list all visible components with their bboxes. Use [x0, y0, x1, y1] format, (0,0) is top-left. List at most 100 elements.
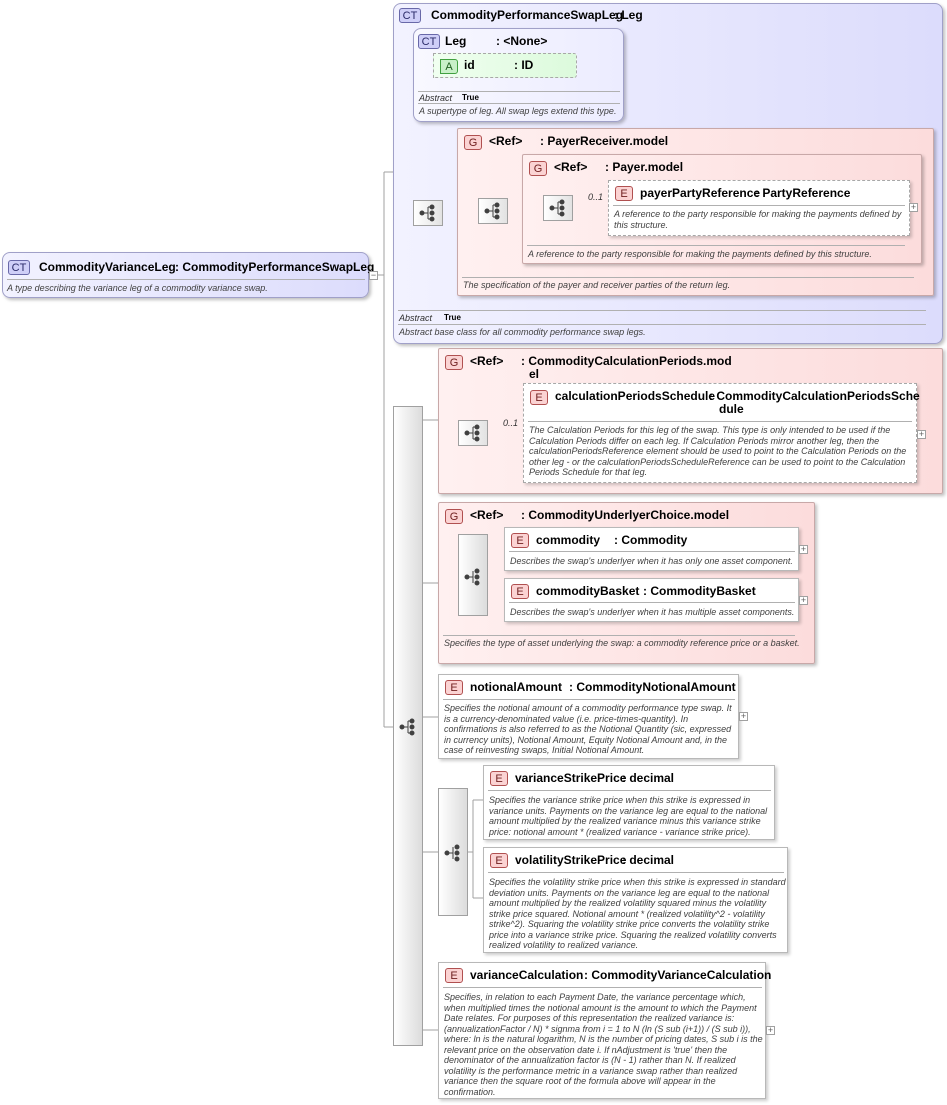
group-icon: G — [445, 509, 463, 524]
leg-type-base: : <None> — [496, 34, 548, 48]
root-type-box[interactable]: CT CommodityVarianceLeg : CommodityPerfo… — [2, 252, 374, 298]
element-name: payerPartyReference — [640, 186, 761, 200]
root-type-name: CommodityVarianceLeg — [39, 260, 176, 274]
divider — [488, 872, 784, 873]
element-description: Specifies the notional amount of a commo… — [444, 703, 732, 755]
attribute-name: id — [464, 58, 475, 72]
element-icon: E — [615, 186, 633, 201]
element-name: commodity — [536, 533, 601, 547]
leg-description: A supertype of leg. All swap legs extend… — [419, 106, 617, 116]
sequence-icon — [399, 718, 415, 736]
volatility-strike-price-element[interactable]: E volatilityStrikePrice : decimal Specif… — [483, 847, 788, 953]
calculation-periods-schedule-element[interactable]: E calculationPeriodsSchedule : Commodity… — [523, 383, 920, 483]
element-type: : CommodityNotionalAmount — [569, 680, 736, 694]
element-type-line1: : CommodityCalculationPeriodsSche — [709, 389, 920, 403]
element-name: varianceCalculation — [470, 968, 584, 982]
expand-toggle[interactable]: + — [799, 544, 808, 554]
expand-toggle[interactable]: + — [766, 1025, 775, 1035]
element-name: commodityBasket — [536, 584, 640, 598]
payer-party-reference-element[interactable]: E payerPartyReference : PartyReference A… — [608, 180, 910, 236]
element-name: volatilityStrikePrice — [515, 853, 627, 867]
divider — [443, 987, 762, 988]
abstract-label: Abstract — [419, 93, 453, 103]
group-ref-type-line2: el — [529, 367, 540, 381]
element-description: Describes the swap's underlyer when it h… — [510, 556, 793, 566]
leg-type-name: Leg — [445, 34, 467, 48]
element-type: : CommodityBasket — [643, 584, 756, 598]
choice-node[interactable] — [458, 534, 488, 616]
variance-strike-price-element[interactable]: E varianceStrikePrice : decimal Specifie… — [483, 765, 775, 840]
choice-icon — [464, 568, 480, 586]
notional-amount-element[interactable]: E notionalAmount : CommodityNotionalAmou… — [438, 674, 739, 759]
attribute-type: : ID — [514, 58, 534, 72]
abstract-value: True — [444, 313, 461, 322]
element-name: calculationPeriodsSchedule — [555, 389, 716, 403]
cardinality-label: 0..1 — [588, 192, 604, 202]
divider — [527, 245, 905, 246]
sequence-node[interactable] — [478, 198, 508, 224]
element-description: Describes the swap's underlyer when it h… — [510, 607, 795, 617]
divider — [509, 602, 795, 603]
choice-icon — [444, 844, 460, 862]
element-icon: E — [511, 533, 529, 548]
element-type: : Commodity — [614, 533, 688, 547]
commodity-basket-element[interactable]: E commodityBasket : CommodityBasket Desc… — [504, 578, 799, 622]
base-description: Abstract base class for all commodity pe… — [399, 327, 646, 337]
payer-description: A reference to the party responsible for… — [528, 249, 872, 259]
underlyer-description: Specifies the type of asset underlying t… — [444, 638, 800, 648]
group-ref-name: <Ref> — [554, 160, 588, 174]
cardinality-label: 0..1 — [503, 418, 519, 428]
element-icon: E — [445, 968, 463, 983]
commodity-element[interactable]: E commodity : Commodity Describes the sw… — [504, 527, 799, 571]
complex-type-icon: CT — [399, 8, 421, 23]
element-type: : decimal — [622, 853, 675, 867]
sequence-node[interactable] — [458, 420, 488, 446]
complex-type-icon: CT — [8, 260, 30, 275]
divider — [398, 310, 926, 311]
element-description: Specifies the volatility strike price wh… — [489, 877, 786, 950]
element-name: varianceStrikePrice — [515, 771, 627, 785]
sequence-node[interactable] — [413, 200, 443, 226]
abstract-value: True — [462, 93, 479, 102]
collapse-toggle[interactable]: − — [369, 270, 378, 280]
divider — [488, 790, 771, 791]
divider — [443, 699, 735, 700]
expand-toggle[interactable]: + — [799, 595, 808, 605]
group-ref-type: : PayerReceiver.model — [540, 134, 669, 148]
group-ref-name: <Ref> — [489, 134, 523, 148]
abstract-label: Abstract — [399, 313, 433, 323]
divider — [418, 91, 620, 92]
element-icon: E — [490, 853, 508, 868]
expand-toggle[interactable]: + — [909, 202, 918, 212]
element-type: : PartyReference — [755, 186, 851, 200]
divider — [418, 103, 620, 104]
root-type-base: : CommodityPerformanceSwapLeg — [175, 260, 375, 274]
attribute-icon: A — [440, 59, 458, 74]
divider — [7, 279, 365, 280]
attribute-id-box[interactable]: A id : ID — [433, 53, 577, 78]
divider — [509, 551, 795, 552]
group-ref-type: : Payer.model — [605, 160, 684, 174]
variance-calculation-element[interactable]: E varianceCalculation : CommodityVarianc… — [438, 962, 771, 1099]
divider — [528, 421, 912, 422]
complex-type-icon: CT — [418, 34, 440, 49]
group-ref-name: <Ref> — [470, 354, 504, 368]
group-ref-type-line1: : CommodityCalculationPeriods.mod — [521, 354, 732, 368]
divider — [462, 277, 914, 278]
expand-toggle[interactable]: + — [917, 429, 926, 439]
expand-toggle[interactable]: + — [739, 711, 748, 721]
element-icon: E — [445, 680, 463, 695]
group-icon: G — [445, 355, 463, 370]
element-description: A reference to the party responsible for… — [614, 209, 902, 230]
element-type: : CommodityVarianceCalculation — [584, 968, 772, 982]
element-name: notionalAmount — [470, 680, 562, 694]
divider — [613, 205, 905, 206]
sequence-icon — [549, 199, 565, 217]
element-description: The Calculation Periods for this leg of … — [529, 425, 907, 477]
sequence-icon — [464, 424, 480, 442]
sequence-node[interactable] — [543, 195, 573, 221]
group-ref-name: <Ref> — [470, 508, 504, 522]
strike-choice-node[interactable] — [438, 788, 468, 916]
element-icon: E — [490, 771, 508, 786]
group-ref-type: : CommodityUnderlyerChoice.model — [521, 508, 730, 522]
